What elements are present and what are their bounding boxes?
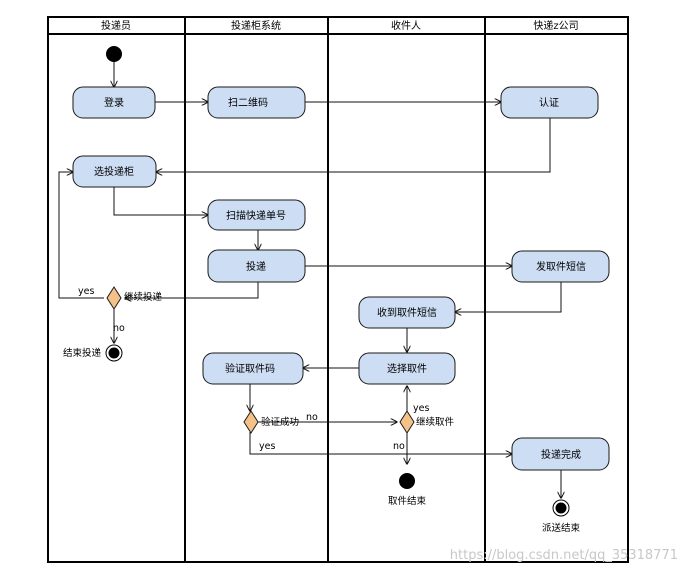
initial-node	[106, 46, 122, 62]
final-dispatch-end: 派送结束	[542, 499, 581, 534]
edge-verify-to-select-locker	[156, 118, 551, 172]
action-send-sms-shape	[511, 250, 610, 283]
decision-continue-delivery-label: 继续投递	[124, 291, 163, 303]
decision-verify-success-label: 验证成功	[261, 416, 299, 428]
action-scan-qr-label: 扫二维码	[228, 96, 268, 109]
action-verify: 认证	[500, 86, 599, 119]
action-login: 登录	[72, 86, 156, 119]
action-login-label: 登录	[104, 96, 124, 109]
edge-verify-yes-to-delivery-done	[249, 432, 512, 454]
label-yes-pickup: yes	[413, 403, 429, 414]
edge-continue-yes-to-select-locker	[58, 172, 104, 299]
final-pickup-end-label: 取件结束	[388, 495, 427, 507]
final-end-delivery: 结束投递	[63, 344, 123, 362]
edge-deliver-to-decision-continue	[125, 282, 259, 298]
action-select-pickup-label: 选择取件	[387, 362, 427, 375]
final-end-delivery-label: 结束投递	[63, 347, 102, 359]
swimlanes: 投递员 投递柜系统 收件人 快递z公司	[47, 16, 629, 563]
action-send-sms: 发取件短信	[511, 250, 610, 283]
action-verify-code: 验证取件码	[202, 352, 304, 385]
action-scan-tracking: 扫描快递单号	[207, 199, 306, 231]
decision-verify-success-shape	[243, 410, 259, 434]
watermark-text: https://blog.csdn.net/qq_35318771	[450, 548, 678, 563]
decision-continue-delivery-shape	[106, 286, 122, 310]
decision-continue-delivery: 继续投递	[106, 286, 163, 310]
action-select-locker-shape	[72, 155, 157, 188]
action-deliver: 投递	[207, 249, 306, 283]
action-verify-code-label: 验证取件码	[225, 362, 275, 375]
action-deliver-label: 投递	[246, 260, 266, 273]
edge-send-sms-to-receive-sms	[455, 282, 562, 312]
action-delivery-done-label: 投递完成	[541, 448, 581, 461]
action-select-locker-label: 选投递柜	[94, 165, 134, 178]
action-scan-qr-shape	[207, 86, 306, 119]
swimlane-frame	[47, 16, 629, 563]
action-delivery-done-shape	[511, 437, 610, 471]
label-no-pickup: no	[393, 441, 405, 452]
label-no-continue: no	[113, 323, 125, 334]
action-select-pickup: 选择取件	[358, 352, 456, 385]
label-yes-continue: yes	[78, 286, 94, 297]
action-delivery-done: 投递完成	[511, 437, 610, 471]
action-scan-tracking-shape	[207, 199, 306, 231]
action-select-pickup-shape	[358, 352, 456, 385]
action-select-locker: 选投递柜	[72, 155, 157, 188]
final-pickup-end-dot	[399, 473, 415, 489]
edges	[58, 62, 562, 498]
lane-title-courier: 投递员	[101, 19, 131, 32]
decision-continue-pickup-shape	[399, 410, 415, 434]
decision-continue-pickup: 继续取件	[399, 410, 455, 434]
final-dispatch-end-label: 派送结束	[542, 522, 581, 534]
lane-title-locker-system: 投递柜系统	[231, 19, 281, 32]
decision-verify-success: 验证成功	[243, 410, 299, 434]
action-scan-qr: 扫二维码	[207, 86, 306, 119]
action-send-sms-label: 发取件短信	[536, 260, 586, 273]
label-no-verify: no	[306, 412, 318, 423]
action-verify-code-shape	[202, 352, 304, 385]
label-yes-verify: yes	[259, 441, 275, 452]
lane-title-recipient: 收件人	[391, 19, 421, 32]
final-end-delivery-dot	[108, 347, 120, 359]
action-receive-sms: 收到取件短信	[358, 296, 456, 329]
decision-continue-pickup-label: 继续取件	[416, 416, 455, 428]
lane-title-express-company: 快递z公司	[533, 19, 578, 32]
final-pickup-end: 取件结束	[388, 473, 427, 507]
action-scan-tracking-label: 扫描快递单号	[226, 209, 286, 222]
action-deliver-shape	[207, 249, 306, 283]
action-verify-label: 认证	[539, 96, 559, 109]
final-dispatch-end-dot	[555, 502, 567, 514]
action-login-shape	[72, 86, 156, 119]
edge-select-locker-to-scan-tracking	[113, 187, 208, 215]
action-receive-sms-shape	[358, 296, 456, 329]
action-verify-shape	[500, 86, 599, 119]
action-receive-sms-label: 收到取件短信	[377, 306, 437, 319]
